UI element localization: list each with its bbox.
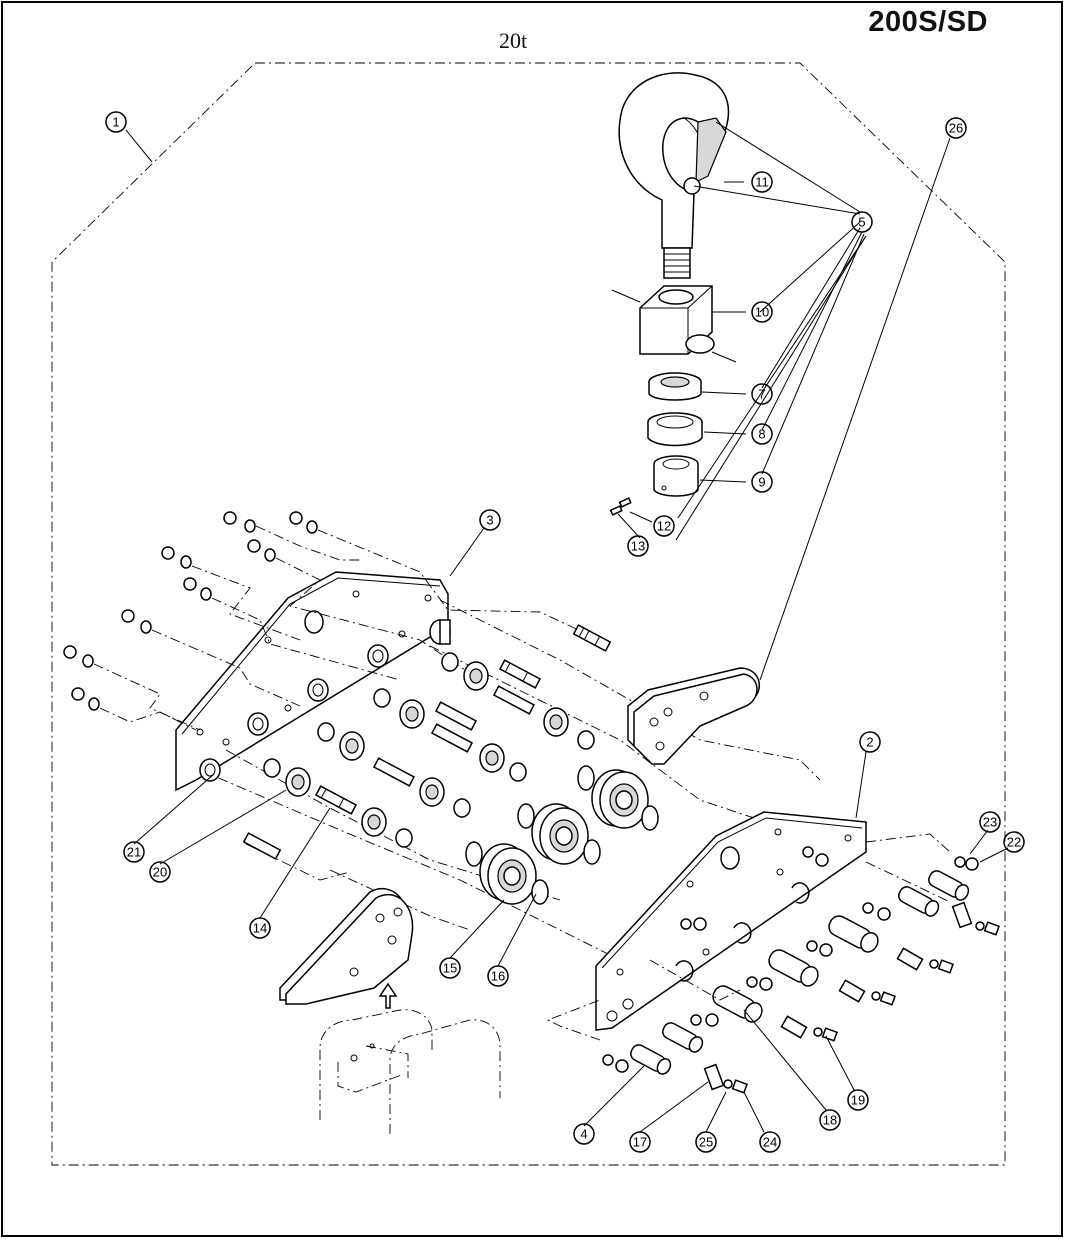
callout-24: 24 bbox=[759, 1131, 781, 1153]
studs bbox=[242, 624, 612, 860]
capacity-label: 20t bbox=[499, 28, 528, 53]
callout-22: 22 bbox=[1003, 831, 1025, 853]
callout-14: 14 bbox=[249, 917, 271, 939]
callout-2: 2 bbox=[859, 731, 881, 753]
callout-5: 5 bbox=[851, 211, 873, 233]
callout-4: 4 bbox=[573, 1123, 595, 1145]
callout-23-label: 23 bbox=[983, 815, 997, 830]
side-plate-right bbox=[595, 811, 867, 1031]
callout-14-label: 14 bbox=[253, 921, 267, 936]
callout-17: 17 bbox=[629, 1131, 651, 1153]
crosshead-block bbox=[611, 285, 737, 363]
thrust-bearing bbox=[648, 372, 702, 401]
leader-lines bbox=[125, 121, 1009, 1133]
callout-19: 19 bbox=[847, 1089, 869, 1111]
callout-15: 15 bbox=[439, 957, 461, 979]
callout-24-label: 24 bbox=[763, 1135, 777, 1150]
assembly-arrow bbox=[378, 982, 398, 1009]
callout-7: 7 bbox=[751, 383, 773, 405]
callout-3: 3 bbox=[479, 509, 501, 531]
callout-26: 26 bbox=[945, 117, 967, 139]
callout-8: 8 bbox=[751, 423, 773, 445]
callout-5-label: 5 bbox=[858, 215, 865, 230]
callout-21: 21 bbox=[123, 841, 145, 863]
callout-23: 23 bbox=[979, 811, 1001, 833]
hoist-body-outline bbox=[319, 1009, 501, 1134]
hook-nut bbox=[653, 455, 699, 497]
callout-1-label: 1 bbox=[112, 115, 119, 130]
callout-13: 13 bbox=[627, 535, 649, 557]
callout-18: 18 bbox=[819, 1109, 841, 1131]
callout-3-label: 3 bbox=[486, 513, 493, 528]
callout-10-label: 10 bbox=[755, 305, 769, 320]
callout-12: 12 bbox=[653, 515, 675, 537]
callout-20: 20 bbox=[149, 861, 171, 883]
callout-1: 1 bbox=[105, 111, 127, 133]
callout-25-label: 25 bbox=[699, 1135, 713, 1150]
right-hardware bbox=[546, 833, 1000, 1094]
callout-11-label: 11 bbox=[755, 175, 769, 190]
side-link-lower bbox=[279, 887, 414, 1005]
callout-9-label: 9 bbox=[758, 475, 765, 490]
main-sheaves bbox=[465, 765, 659, 905]
sheaves-and-spacers bbox=[199, 619, 595, 848]
callout-17-label: 17 bbox=[633, 1135, 647, 1150]
callout-25: 25 bbox=[695, 1131, 717, 1153]
callout-19-label: 19 bbox=[851, 1093, 865, 1108]
callout-9: 9 bbox=[751, 471, 773, 493]
pins-12-13 bbox=[609, 497, 632, 516]
nut-washer-set bbox=[63, 511, 318, 711]
callout-2-label: 2 bbox=[866, 735, 873, 750]
callout-13-label: 13 bbox=[631, 539, 645, 554]
callout-10: 10 bbox=[751, 301, 773, 323]
callout-16: 16 bbox=[487, 965, 509, 987]
hook bbox=[618, 72, 730, 279]
callout-7-label: 7 bbox=[758, 387, 765, 402]
callout-15-label: 15 bbox=[443, 961, 457, 976]
assembly-boundary bbox=[51, 62, 1006, 1166]
callout-18-label: 18 bbox=[823, 1113, 837, 1128]
callout-22-label: 22 bbox=[1007, 835, 1021, 850]
side-link-upper bbox=[627, 667, 761, 765]
model-code: 200S/SD bbox=[868, 6, 988, 38]
callout-26-label: 26 bbox=[949, 121, 963, 136]
callout-12-label: 12 bbox=[657, 519, 671, 534]
callout-20-label: 20 bbox=[153, 865, 167, 880]
callout-16-label: 16 bbox=[491, 969, 505, 984]
bearing-ring bbox=[647, 412, 703, 447]
callout-4-label: 4 bbox=[580, 1127, 587, 1142]
callout-8-label: 8 bbox=[758, 427, 765, 442]
callout-11: 11 bbox=[751, 171, 773, 193]
callout-21-label: 21 bbox=[127, 845, 141, 860]
